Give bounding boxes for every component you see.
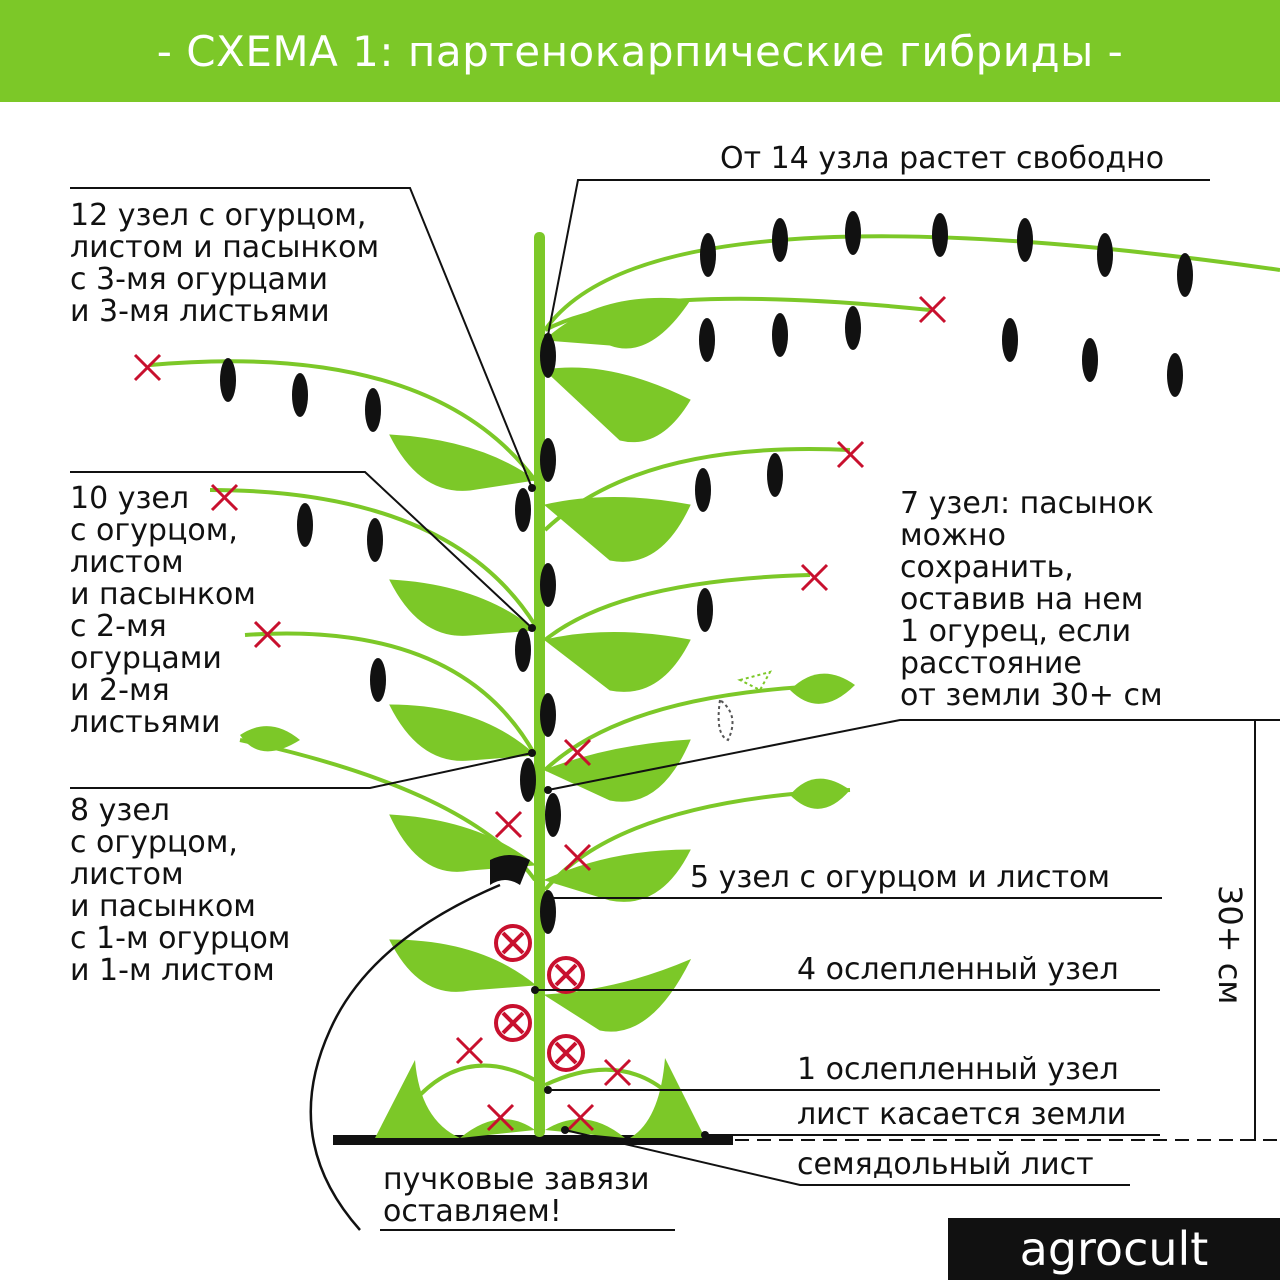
bunch-ovaries-mark [490, 855, 530, 885]
height-label: 30+ см [1211, 885, 1249, 1005]
label-line: листом [70, 857, 184, 892]
label-line: пучковые завязи [383, 1162, 650, 1197]
label-node8: 8 узел с огурцом, листом и пасынком с 1-… [70, 795, 290, 987]
label-line: с огурцом, [70, 513, 238, 548]
label-line: с 3-мя огурцами [70, 262, 329, 297]
ground-line [333, 1135, 733, 1145]
label-line: с 2-мя [70, 609, 167, 644]
label-line: 12 узел с огурцом, [70, 198, 367, 233]
cucumbers [220, 211, 1193, 934]
label-line: и 3-мя листьями [70, 294, 330, 329]
label-line: листом и пасынком [70, 230, 380, 265]
label-line: от земли 30+ см [900, 678, 1163, 713]
bunch-ovaries-arrow [309, 883, 501, 1231]
node-dots [528, 333, 709, 1139]
optional-leaf-outline [737, 670, 773, 692]
label-line: оставив на нем [900, 582, 1144, 617]
label-line: 10 узел [70, 481, 190, 516]
label-line: 8 узел [70, 793, 170, 828]
label-node1: 1 ослепленный узел [797, 1052, 1119, 1087]
label-line: листьями [70, 705, 221, 740]
leaf-group [389, 297, 692, 1032]
label-line: расстояние [900, 646, 1082, 681]
label-line: и 1-м листом [70, 953, 275, 988]
leader-lines [70, 179, 1280, 1231]
label-node7: 7 узел: пасынок можно сохранить, оставив… [900, 488, 1163, 712]
blinded-node-marks [494, 924, 585, 1072]
header-banner: - СХЕМА 1: партенокарпические гибриды - [0, 0, 1280, 102]
label-bunch: пучковые завязи оставляем! [383, 1164, 649, 1228]
label-line: 1 огурец, если [900, 614, 1132, 649]
label-cotyledon: семядольный лист [797, 1147, 1094, 1182]
optional-cucumber-outline [717, 698, 734, 742]
label-line: с огурцом, [70, 825, 238, 860]
label-line: оставляем! [383, 1194, 562, 1229]
label-leaf-ground: лист касается земли [797, 1097, 1127, 1132]
label-node4: 4 ослепленный узел [797, 952, 1119, 987]
label-line: и пасынком [70, 889, 256, 924]
bottom-leaf-right [630, 1058, 705, 1138]
label-line: 7 узел: пасынок [900, 486, 1154, 521]
label-node14: От 14 узла растет свободно [720, 141, 1165, 176]
bottom-leaf-left [375, 1060, 460, 1138]
leaf-group-upper [240, 673, 855, 809]
label-node12: 12 узел с огурцом, листом и пасынком с 3… [70, 200, 379, 328]
label-node10: 10 узел с огурцом, листом и пасынком с 2… [70, 483, 256, 739]
pinch-marks [133, 295, 947, 1132]
bottom-stem-left [418, 1063, 536, 1097]
label-line: и 2-мя [70, 673, 170, 708]
label-line: сохранить, [900, 550, 1074, 585]
label-line: и пасынком [70, 577, 256, 612]
page-title: - СХЕМА 1: партенокарпические гибриды - [156, 26, 1124, 76]
cotyledon-left [460, 1119, 535, 1138]
label-line: листом [70, 545, 184, 580]
label-line: можно [900, 518, 1006, 553]
label-line: огурцами [70, 641, 222, 676]
label-line: с 1-м огурцом [70, 921, 291, 956]
label-node5: 5 узел с огурцом и листом [690, 860, 1111, 895]
cotyledon-right [545, 1119, 625, 1138]
brand-logo: agrocult [948, 1218, 1280, 1280]
